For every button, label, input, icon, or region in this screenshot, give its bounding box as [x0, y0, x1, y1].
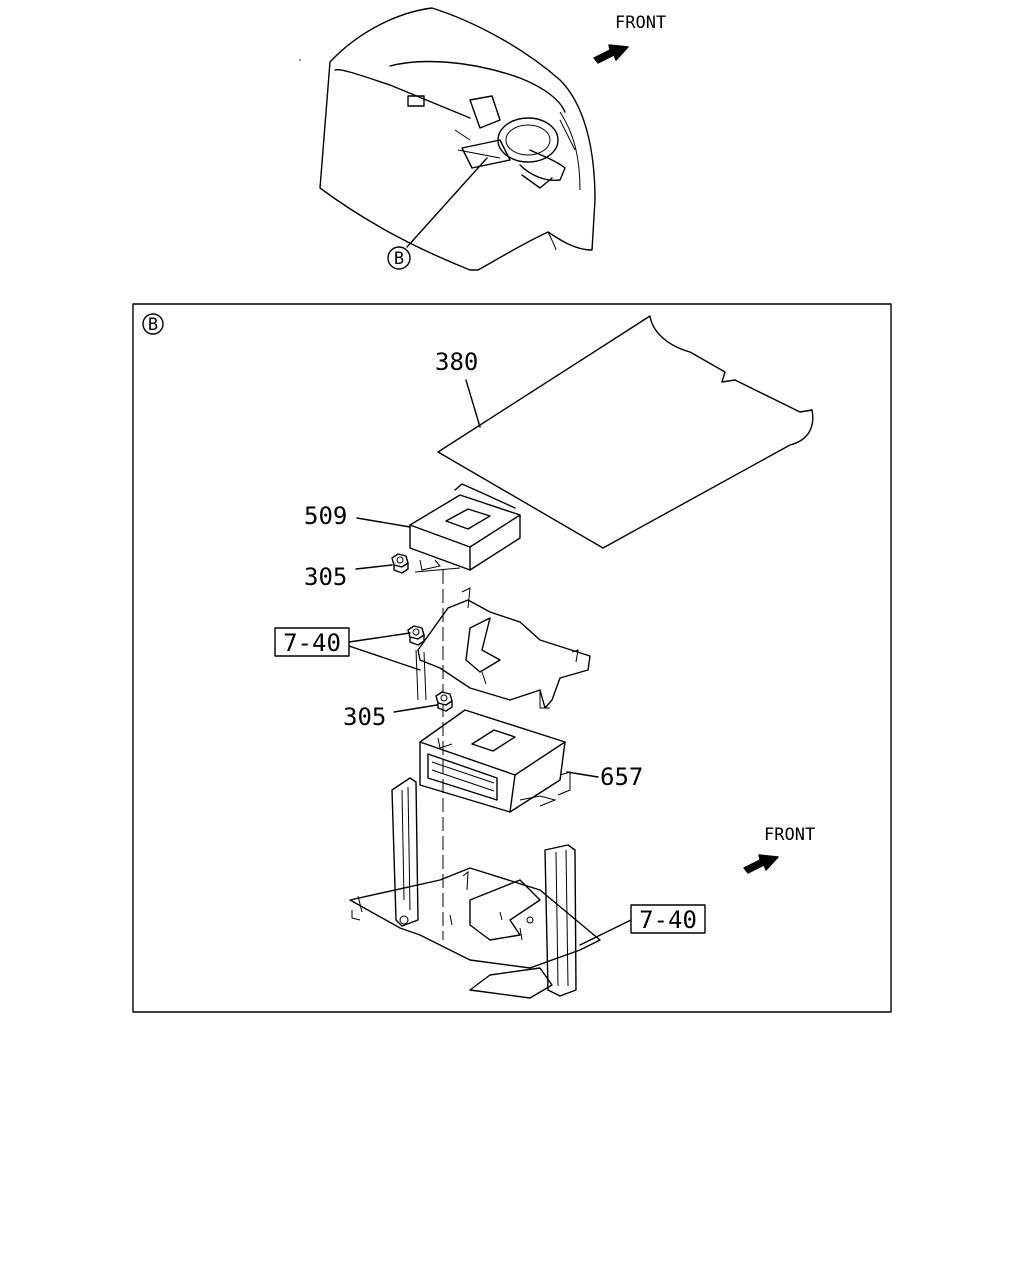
callout-657: 657 [600, 763, 643, 791]
overview-callout-b-label: B [394, 249, 404, 269]
detail-view-marker-label: B [148, 315, 158, 335]
callout-509: 509 [304, 502, 347, 530]
overview-front-label: FRONT [615, 13, 666, 33]
part-509-module [409, 483, 521, 573]
front-arrow-icon [593, 44, 629, 64]
detail-view: B 380 509 305 [132, 303, 892, 1013]
overview-view: B FRONT [299, 7, 666, 271]
ref-box-right [630, 904, 706, 934]
detail-front-label: FRONT [764, 825, 815, 845]
callout-305-lower: 305 [343, 703, 386, 731]
detail-frame [132, 303, 892, 1013]
part-7-40-nut [407, 625, 425, 646]
ref-7-40-right: 7-40 [639, 906, 697, 934]
circled-letter-b-icon: B [142, 313, 164, 335]
middle-bracket [415, 587, 591, 709]
part-305-nut-upper [391, 553, 409, 574]
leader-callout-b [406, 157, 488, 248]
front-arrow-icon [743, 854, 779, 874]
ref-7-40-left: 7-40 [283, 629, 341, 657]
callout-305-upper: 305 [304, 563, 347, 591]
part-380-sheet [437, 315, 814, 549]
callout-380: 380 [435, 348, 478, 376]
part-305-nut-lower [435, 691, 453, 712]
circled-letter-b-icon: B [387, 246, 411, 270]
lower-frame [349, 777, 601, 999]
cab-outline [299, 7, 596, 271]
part-657-unit [419, 709, 571, 813]
